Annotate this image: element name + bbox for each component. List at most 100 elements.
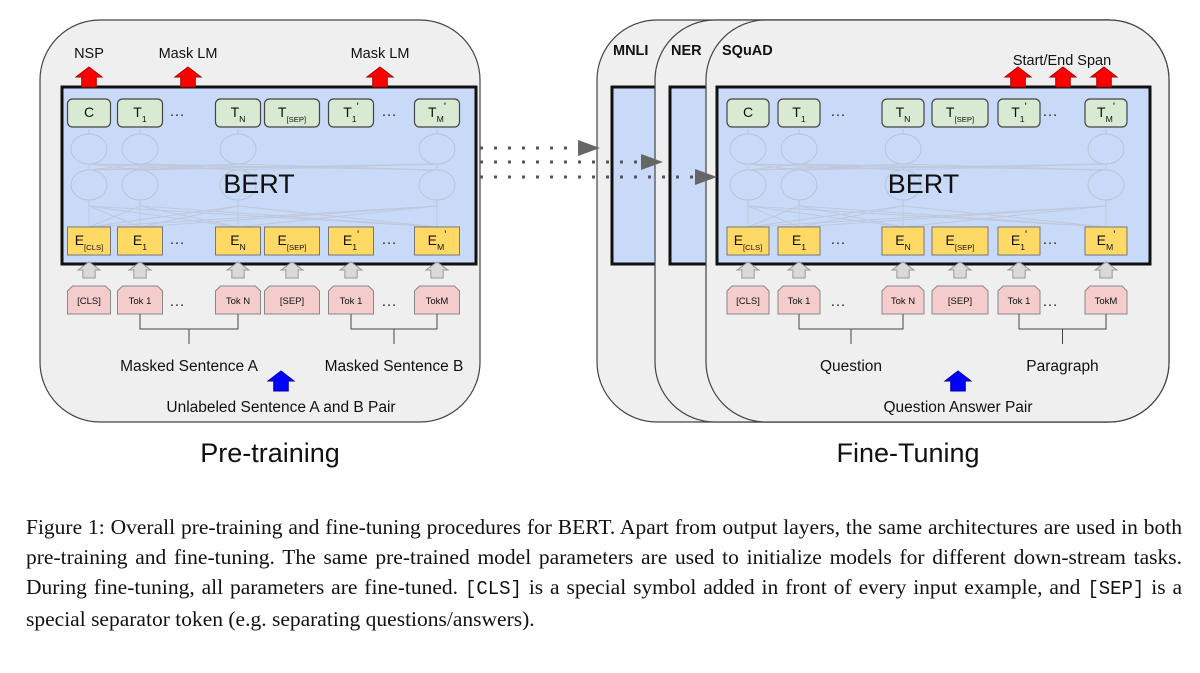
input-token-box: [726, 285, 770, 315]
edge: [88, 163, 438, 171]
output-token-box: [726, 98, 770, 128]
caption-text-3: is a special separator token (e.g. separ…: [26, 575, 1182, 631]
input-token-text: Tok 1: [340, 296, 363, 307]
ellipsis: …: [830, 231, 846, 248]
input-token-box: [931, 285, 989, 315]
output-arrow-icon: [365, 66, 395, 88]
output-token-box: [777, 98, 821, 128]
edge: [139, 163, 239, 171]
embedding-label: E1': [1011, 229, 1027, 252]
output-label-span: Start/End Span: [1013, 53, 1111, 69]
ellipsis: …: [1042, 231, 1058, 248]
embedding-label: EN: [895, 232, 911, 252]
attention-node: [884, 169, 922, 201]
embedding-label: E[SEP]: [278, 232, 307, 252]
token-text: TM': [1097, 101, 1115, 124]
embedding-box: [117, 226, 163, 256]
output-token-label: T[SEP]: [946, 104, 974, 124]
edge: [747, 163, 904, 171]
attention-node: [1087, 169, 1125, 201]
attention-node: [418, 169, 456, 201]
output-token-label: TN: [231, 104, 246, 124]
attention-node: [1087, 133, 1125, 165]
bert-label: BERT: [223, 169, 295, 199]
output-token-box: [116, 98, 164, 128]
output-arrow-icon: [1089, 66, 1119, 88]
output-token-label: T1': [343, 101, 359, 124]
token-text: E[CLS]: [75, 232, 104, 252]
token-text: T1': [1011, 101, 1027, 124]
embedding-label: …: [830, 231, 846, 248]
token-text: E[SEP]: [278, 232, 307, 252]
edge: [747, 163, 904, 171]
edge: [747, 205, 904, 228]
input-pair-label: Question Answer Pair: [883, 399, 1032, 416]
attention-node: [70, 133, 108, 165]
edge: [902, 163, 1107, 171]
input-arrow-icon: [225, 261, 251, 279]
output-token-label: T1': [1011, 101, 1027, 124]
ellipsis: …: [1042, 103, 1058, 120]
output-token-box: [881, 98, 925, 128]
ellipsis: …: [381, 231, 397, 248]
caption-text-1: Figure 1: Overall pre-training and fine-…: [26, 515, 1182, 599]
token-text: EM': [1097, 229, 1116, 252]
ellipsis: …: [169, 103, 185, 120]
embedding-box: [1084, 226, 1128, 256]
ellipsis: …: [830, 103, 846, 120]
input-token-text: [CLS]: [77, 296, 101, 307]
edge: [798, 205, 904, 228]
token-text: E[CLS]: [734, 232, 763, 252]
edge: [747, 163, 800, 171]
output-token-box: [263, 98, 321, 128]
input-token-box: [67, 285, 111, 315]
edge: [798, 163, 1107, 171]
token-text: C: [743, 104, 753, 120]
input-arrow-icon: [279, 261, 305, 279]
input-token-box: [777, 285, 821, 315]
input-token-box: [414, 285, 460, 315]
segment-b-label: Paragraph: [1026, 358, 1098, 375]
pretraining-title: Pre-training: [200, 438, 340, 468]
finetuning-title: Fine-Tuning: [836, 438, 979, 468]
task-label: NER: [671, 43, 702, 59]
edge: [237, 163, 438, 171]
edge: [88, 163, 141, 171]
output-token-label: TN: [896, 104, 911, 124]
input-token-text: [CLS]: [736, 296, 760, 307]
input-pair-label: Unlabeled Sentence A and B Pair: [166, 399, 395, 416]
attention-node: [70, 169, 108, 201]
embedding-box: [67, 226, 111, 256]
input-token-text: TokM: [1095, 296, 1118, 307]
ellipsis: …: [381, 103, 397, 120]
attention-node: [729, 133, 767, 165]
input-token-text: TokM: [426, 296, 449, 307]
input-arrow-icon: [1093, 261, 1119, 279]
output-token-box: [997, 98, 1041, 128]
input-pair-arrow-icon: [943, 370, 973, 392]
edge: [88, 205, 438, 228]
output-label-mask-lm: Mask LM: [159, 46, 218, 62]
input-token-box: [997, 285, 1041, 315]
input-token-box: [881, 285, 925, 315]
input-arrow-icon: [735, 261, 761, 279]
input-arrow-icon: [1006, 261, 1032, 279]
attention-node: [219, 169, 257, 201]
token-text: T1: [133, 104, 147, 124]
ellipsis: …: [381, 293, 397, 310]
edge: [237, 205, 438, 228]
edge: [747, 163, 1107, 171]
transfer-arrowhead-icon: [695, 169, 717, 185]
edge: [139, 163, 438, 171]
edge: [139, 205, 438, 228]
input-token-text: [SEP]: [280, 296, 304, 307]
embedding-label: …: [169, 231, 185, 248]
input-token-text: Tok 1: [1008, 296, 1031, 307]
embedding-label: EM': [428, 229, 447, 252]
attention-node: [219, 133, 257, 165]
edge: [88, 163, 239, 171]
output-token-box: [214, 98, 262, 128]
output-token-label: T[SEP]: [278, 104, 306, 124]
